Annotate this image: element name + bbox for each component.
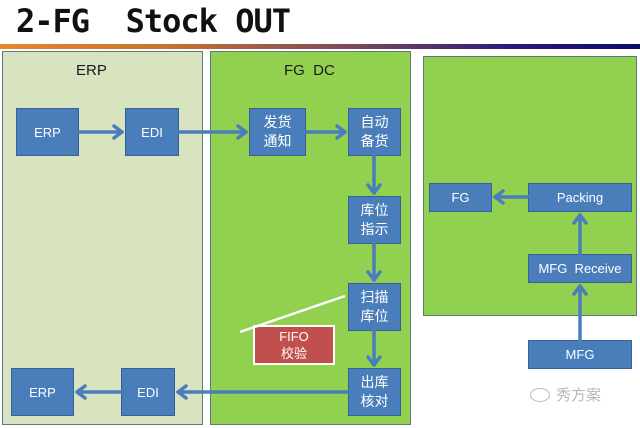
page-title: 2-FG Stock OUT (16, 2, 291, 40)
watermark: 秀方案 (530, 384, 601, 405)
title-divider (0, 44, 640, 49)
node-location-instruction[interactable]: 库位 指示 (348, 196, 401, 244)
node-edi-bottom[interactable]: EDI (121, 368, 175, 416)
node-outbound-check[interactable]: 出库 核对 (348, 368, 401, 416)
panel-fg-dc-title: FG DC (284, 62, 335, 79)
node-scan-location[interactable]: 扫描 库位 (348, 283, 401, 331)
node-packing[interactable]: Packing (528, 183, 632, 212)
node-erp-top[interactable]: ERP (16, 108, 79, 156)
node-fg[interactable]: FG (429, 183, 492, 212)
wechat-icon (530, 387, 550, 402)
node-fifo-check[interactable]: FIFO 校验 (253, 325, 335, 365)
node-mfg[interactable]: MFG (528, 340, 632, 369)
node-ship-notice[interactable]: 发货 通知 (249, 108, 306, 156)
watermark-text: 秀方案 (556, 386, 602, 404)
panel-erp-title: ERP (76, 62, 107, 79)
node-auto-prep[interactable]: 自动 备货 (348, 108, 401, 156)
node-mfg-receive[interactable]: MFG Receive (528, 254, 632, 283)
node-erp-bottom[interactable]: ERP (11, 368, 74, 416)
node-edi-top[interactable]: EDI (125, 108, 179, 156)
